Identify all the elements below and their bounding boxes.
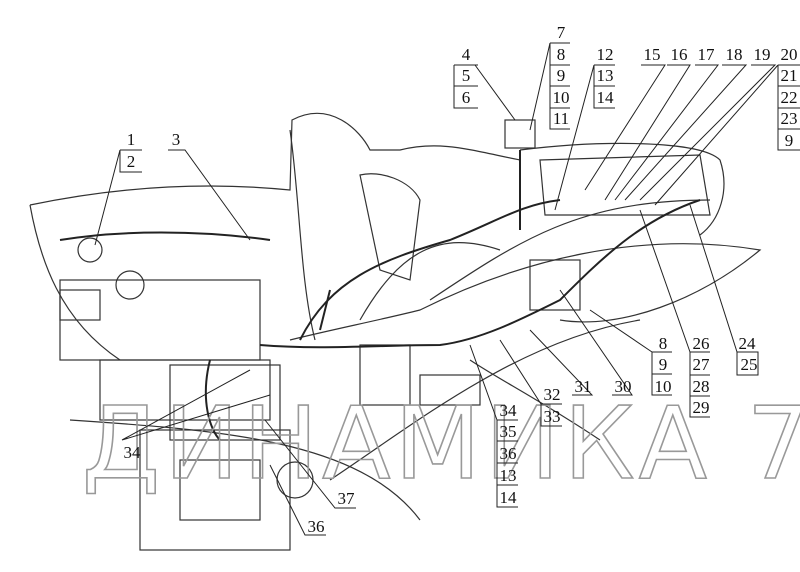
- callout-label: 36: [500, 444, 517, 463]
- callout-label: 7: [557, 23, 566, 42]
- callout-label: 10: [553, 88, 570, 107]
- callout-label: 36: [308, 517, 325, 536]
- callout-label: 4: [462, 45, 471, 64]
- callout-label: 34: [124, 443, 142, 462]
- callout-label: 30: [615, 377, 632, 396]
- callout-label: 33: [544, 407, 561, 426]
- callout-label: 37: [338, 489, 356, 508]
- callout-label: 6: [462, 88, 471, 107]
- callout-label: 21: [781, 66, 798, 85]
- callout-label: 16: [671, 45, 688, 64]
- callout-label: 24: [739, 334, 757, 353]
- callout-label: 32: [544, 385, 561, 404]
- callout-label: 1: [127, 130, 136, 149]
- callout-label: 13: [500, 466, 517, 485]
- callout-label: 34: [500, 401, 518, 420]
- callout-label: 29: [693, 398, 710, 417]
- callout-label: 22: [781, 88, 798, 107]
- callout-label: 26: [693, 334, 710, 353]
- callout-label: 10: [655, 377, 672, 396]
- leader-lines: [94, 42, 800, 536]
- callout-label: 9: [785, 131, 794, 150]
- callout-label: 19: [754, 45, 771, 64]
- callout-label: 5: [462, 66, 471, 85]
- callout-label: 17: [698, 45, 716, 64]
- callout-label: 15: [644, 45, 661, 64]
- callout-label: 20: [781, 45, 798, 64]
- callout-label: 9: [557, 66, 566, 85]
- callout-labels: 1 2 3 4 5 6 7 8 9 10 11 12 13 14 15 16 1…: [124, 23, 798, 536]
- callout-label: 2: [127, 152, 136, 171]
- watermark: ДИНАМИКА 76: [82, 385, 800, 502]
- callout-label: 14: [500, 488, 518, 507]
- callout-label: 3: [172, 130, 181, 149]
- callout-label: 8: [557, 45, 566, 64]
- callout-label: 11: [553, 109, 569, 128]
- callout-label: 25: [741, 355, 758, 374]
- callout-label: 18: [726, 45, 743, 64]
- callout-label: 27: [693, 355, 711, 374]
- callout-label: 28: [693, 377, 710, 396]
- callout-label: 9: [659, 355, 668, 374]
- callout-label: 14: [597, 88, 615, 107]
- callout-label: 31: [575, 377, 592, 396]
- callout-label: 35: [500, 422, 517, 441]
- tractor-outline: [29, 112, 762, 551]
- callout-label: 23: [781, 109, 798, 128]
- callout-label: 13: [597, 66, 614, 85]
- callout-label: 12: [597, 45, 614, 64]
- callout-label: 8: [659, 334, 668, 353]
